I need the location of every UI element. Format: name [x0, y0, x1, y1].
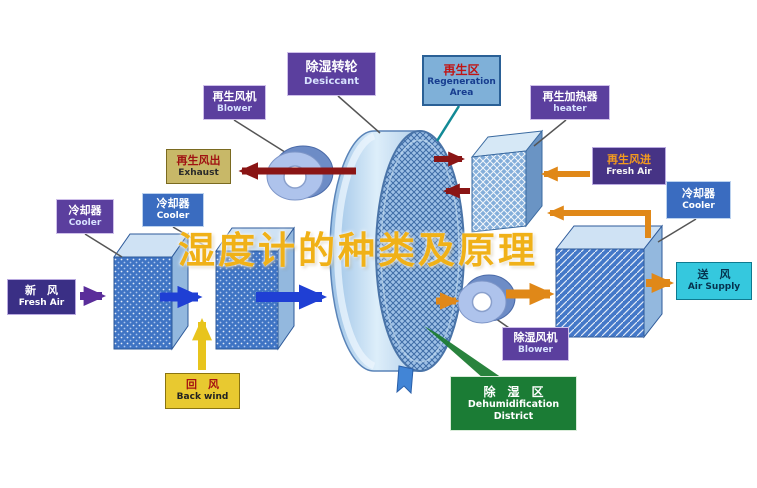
label-regen-fresh-air-zh: 再生风进: [607, 153, 651, 167]
label-cooler-left-outer-zh: 冷却器: [68, 203, 102, 217]
desiccant-wheel: [329, 130, 465, 372]
label-dehum-district: 除 湿 区 Dehumidification District: [450, 376, 577, 431]
label-exhaust-en: Exhaust: [178, 167, 219, 178]
label-regen-blower: 再生风机 Blower: [203, 85, 266, 120]
label-dehum-district-en: Dehumidification District: [467, 399, 560, 422]
label-cooler-left-inner: 冷却器 Cooler: [142, 193, 204, 227]
watermark-title: 湿度计的种类及原理: [178, 229, 538, 272]
label-back-wind-en: Back wind: [176, 392, 229, 403]
label-regen-fresh-air-en: Fresh Air: [606, 167, 652, 178]
label-dehum-blower-zh: 除湿风机: [513, 331, 558, 345]
label-back-wind-zh: 回 风: [186, 378, 219, 392]
label-dehum-district-zh: 除 湿 区: [483, 385, 544, 400]
label-regen-area-zh: 再生区: [443, 62, 480, 77]
label-regen-area-en: Regeneration Area: [427, 76, 496, 98]
label-cooler-left-inner-zh: 冷却器: [156, 197, 190, 211]
label-dehum-blower-en: Blower: [518, 345, 553, 356]
label-regen-blower-zh: 再生风机: [212, 89, 257, 103]
label-exhaust-zh: 再生风出: [176, 153, 221, 167]
label-cooler-left-inner-en: Cooler: [156, 211, 190, 222]
regen-area-connector: [435, 105, 461, 142]
label-cooler-right: 冷却器 Cooler: [666, 181, 731, 219]
label-desiccant-wheel-zh: 除湿转轮: [305, 60, 358, 76]
flow-arrows: [80, 151, 675, 370]
label-regen-blower-en: Blower: [217, 103, 252, 114]
label-regen-heater: 再生加热器 heater: [530, 85, 610, 120]
label-cooler-left-outer-en: Cooler: [68, 217, 102, 228]
label-air-supply-en: Air Supply: [687, 282, 741, 293]
label-desiccant-wheel-en: Desiccant: [304, 75, 359, 87]
label-fresh-air-zh: 新 风: [25, 284, 58, 298]
label-cooler-right-en: Cooler: [682, 201, 715, 212]
ribbon-marker: [396, 365, 414, 395]
label-air-supply: 送 风 Air Supply: [676, 262, 752, 300]
heat-exchanger: [470, 129, 544, 233]
label-cooler-right-zh: 冷却器: [682, 187, 715, 201]
dehum-blower-fan: [457, 274, 516, 324]
label-regen-fresh-air: 再生风进 Fresh Air: [592, 147, 666, 185]
label-regen-heater-zh: 再生加热器: [542, 89, 598, 103]
label-air-supply-zh: 送 风: [697, 268, 731, 282]
label-cooler-left-outer: 冷却器 Cooler: [56, 199, 114, 234]
label-fresh-air: 新 风 Fresh Air: [7, 279, 76, 315]
label-fresh-air-en: Fresh Air: [18, 298, 65, 309]
label-dehum-blower: 除湿风机 Blower: [502, 327, 569, 361]
label-desiccant-wheel: 除湿转轮 Desiccant: [287, 52, 376, 96]
arrow-regen-return: [546, 205, 651, 238]
process-unit-left-a: [113, 232, 189, 351]
label-back-wind: 回 风 Back wind: [165, 373, 240, 409]
dehum-district-leader: [424, 326, 505, 386]
label-exhaust: 再生风出 Exhaust: [166, 149, 231, 184]
label-regen-area: 再生区 Regeneration Area: [422, 55, 501, 106]
process-unit-right: [554, 224, 664, 339]
label-regen-heater-en: heater: [553, 103, 587, 114]
